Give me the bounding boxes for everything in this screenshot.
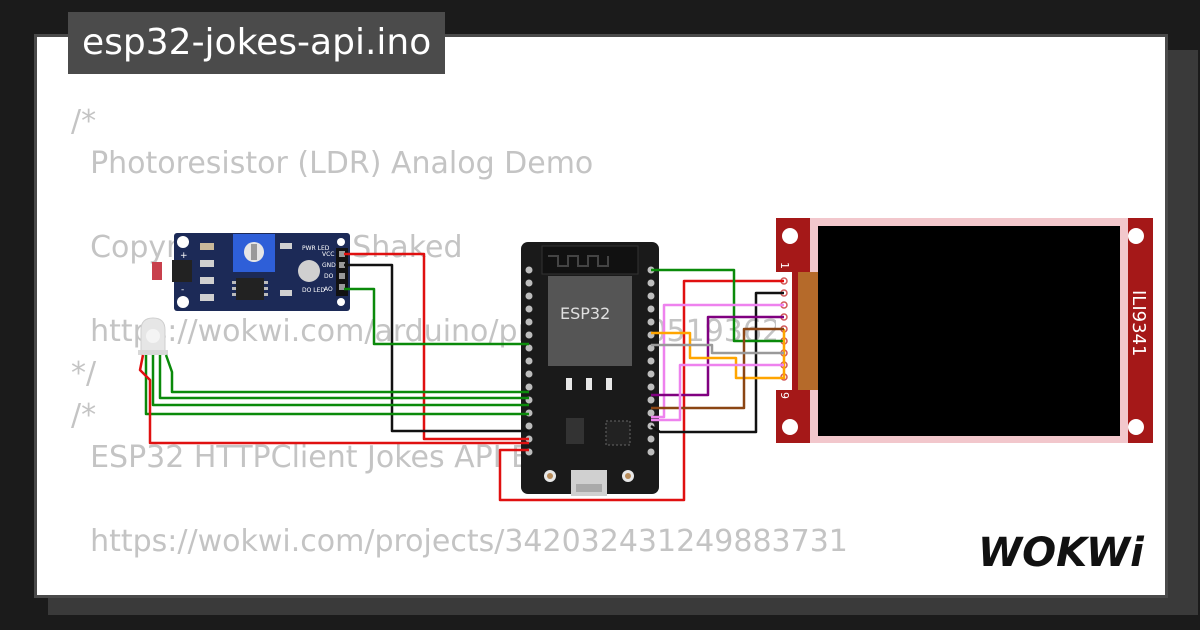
display-pin-first: 1 [778,262,791,269]
display-pin-last: 9 [778,392,791,399]
wiring [138,252,786,502]
ldr-sensor-module[interactable]: + - PWR LED DO LED VCC GND DO AO [152,233,350,311]
display-screen [818,226,1120,436]
ldr-pin-ao: AO [324,286,333,293]
code-line: https://wokwi.com/projects/3420324312498… [71,524,848,559]
esp32-label: ESP32 [560,304,610,323]
pwr-led-label: PWR LED [302,245,330,252]
esp32-devkit[interactable]: ESP32 [521,242,659,496]
photoresistor-icon [152,262,162,280]
ili9341-display[interactable]: 1 9 ILI9341 [776,218,1153,443]
code-line: */ [71,356,97,391]
wokwi-logo: WOKWi [978,530,1145,576]
ldr-minus-label: - [181,285,184,295]
esp32-left-pins [525,266,533,456]
project-title[interactable]: esp32-jokes-api.ino [68,12,446,74]
display-label: ILI9341 [1128,290,1149,356]
ldr-pin-vcc: VCC [322,251,334,258]
ldr-pin-do: DO [324,273,334,280]
rgb-led[interactable] [138,317,168,355]
do-led-label: DO LED [302,287,325,294]
code-line: /* [71,104,97,139]
ldr-pin-gnd: GND [322,262,336,269]
code-line: /* [71,398,97,433]
code-line: Photoresistor (LDR) Analog Demo [71,146,594,181]
ldr-plus-label: + [180,251,188,261]
